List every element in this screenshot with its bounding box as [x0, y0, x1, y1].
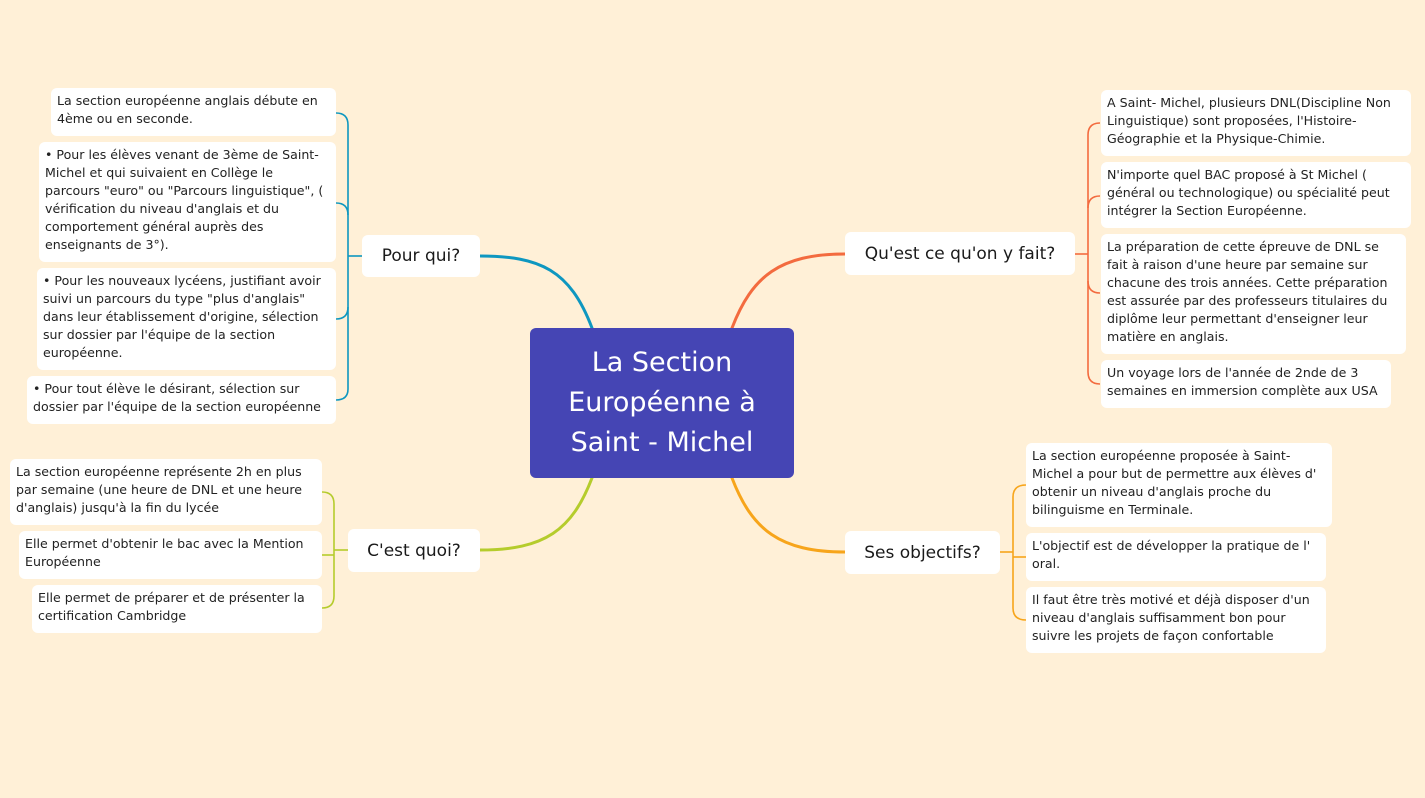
cest-quoi-item-2[interactable]: Elle permet d'obtenir le bac avec la Men…: [19, 531, 322, 579]
branch-ses-objectifs[interactable]: Ses objectifs?: [845, 531, 1000, 574]
quest-ce-item-2[interactable]: N'importe quel BAC proposé à St Michel (…: [1101, 162, 1411, 228]
objectifs-item-2[interactable]: L'objectif est de développer la pratique…: [1026, 533, 1326, 581]
objectifs-item-1[interactable]: La section européenne proposée à Saint- …: [1026, 443, 1332, 527]
objectifs-item-3[interactable]: Il faut être très motivé et déjà dispose…: [1026, 587, 1326, 653]
branch-pour-qui[interactable]: Pour qui?: [362, 235, 480, 277]
cest-quoi-item-3[interactable]: Elle permet de préparer et de présenter …: [32, 585, 322, 633]
quest-ce-item-1[interactable]: A Saint- Michel, plusieurs DNL(Disciplin…: [1101, 90, 1411, 156]
central-topic[interactable]: La Section Européenne à Saint - Michel: [530, 328, 794, 478]
pour-qui-item-3[interactable]: • Pour les nouveaux lycéens, justifiant …: [37, 268, 336, 370]
quest-ce-item-4[interactable]: Un voyage lors de l'année de 2nde de 3 s…: [1101, 360, 1391, 408]
quest-ce-item-3[interactable]: La préparation de cette épreuve de DNL s…: [1101, 234, 1406, 354]
cest-quoi-item-1[interactable]: La section européenne représente 2h en p…: [10, 459, 322, 525]
pour-qui-item-2[interactable]: • Pour les élèves venant de 3ème de Sain…: [39, 142, 336, 262]
pour-qui-item-1[interactable]: La section européenne anglais débute en …: [51, 88, 336, 136]
pour-qui-item-4[interactable]: • Pour tout élève le désirant, sélection…: [27, 376, 336, 424]
branch-cest-quoi[interactable]: C'est quoi?: [348, 529, 480, 572]
branch-quest-ce-quon-y-fait[interactable]: Qu'est ce qu'on y fait?: [845, 232, 1075, 275]
